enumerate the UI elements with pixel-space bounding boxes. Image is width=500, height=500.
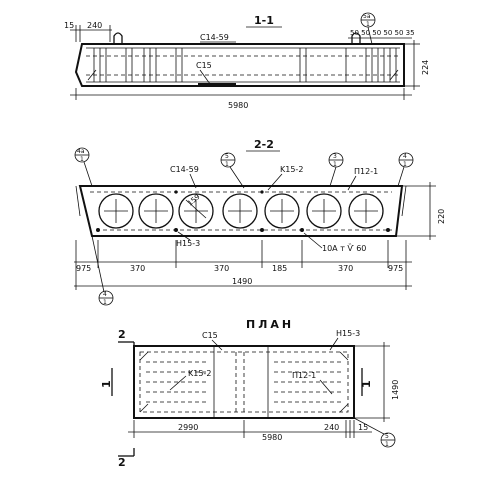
slab-cross-section — [75, 185, 407, 237]
section-1-1-title: 1-1 — [254, 14, 274, 27]
leader-c15 — [199, 69, 211, 85]
callout-3: 3 1 — [328, 152, 344, 187]
svg-text:3: 3 — [333, 153, 337, 160]
section-1-1: 1-1 5a 1 15 240 50 50 50 50 50 35 — [64, 12, 430, 110]
dim-5980-group: 5980 — [70, 88, 412, 110]
label-diam-159: 159 — [186, 193, 201, 208]
svg-text:5a: 5a — [363, 13, 371, 20]
dim-220: 220 — [437, 209, 446, 224]
dim-1490-1: 1490 — [232, 277, 252, 286]
section-2-2-title: 2-2 — [254, 138, 274, 151]
hollow-core-6 — [306, 193, 342, 229]
dim-370-c: 370 — [338, 264, 353, 273]
svg-text:5: 5 — [225, 153, 229, 160]
dim-224-group: 224 — [404, 40, 430, 90]
plan-title: ПЛАН — [246, 318, 294, 331]
label-c14-59-2: C14-59 — [170, 165, 199, 174]
beam-outline — [74, 32, 405, 87]
label-c15-1: C15 — [196, 61, 212, 70]
section-1-1-top-dims: 15 240 50 50 50 50 50 35 — [64, 21, 415, 42]
callout-4: 4 1 — [397, 152, 414, 187]
side-mark-left: 1 — [100, 368, 113, 396]
svg-text:1: 1 — [80, 156, 84, 163]
label-k15-2: K15-2 — [280, 165, 303, 174]
hollow-core-3 — [178, 193, 214, 229]
svg-text:1: 1 — [385, 441, 389, 448]
hollow-core-7 — [348, 193, 384, 229]
label-p12-1: П12-1 — [354, 167, 378, 176]
hollow-core-5 — [264, 193, 300, 229]
dim-5980-1: 5980 — [228, 101, 248, 110]
dim-975-right: 975 — [388, 264, 403, 273]
svg-text:1: 1 — [360, 380, 373, 388]
dim-15-plan: 15 — [358, 423, 368, 432]
leader-n15 — [177, 231, 191, 241]
svg-text:4: 4 — [403, 153, 407, 160]
dim-185: 185 — [272, 264, 287, 273]
svg-text:1: 1 — [225, 161, 229, 168]
section-mark-bottom: 2 — [118, 448, 135, 469]
svg-text:1: 1 — [403, 161, 407, 168]
leader-p12 — [347, 175, 357, 191]
dim-15: 15 — [64, 21, 74, 30]
svg-text:1: 1 — [333, 161, 337, 168]
label-c14-59-1: C14-59 — [200, 33, 229, 42]
callout-4a: 4a 1 — [74, 147, 93, 187]
callout-5-plan: 5 1 — [353, 417, 396, 448]
callout-5a: 5a 1 — [360, 12, 376, 45]
svg-text:2: 2 — [118, 328, 126, 341]
dim-370-a: 370 — [130, 264, 145, 273]
side-mark-right: 1 — [360, 368, 373, 396]
dim-240: 240 — [87, 21, 102, 30]
plan-label-p12-1: П12-1 — [292, 371, 316, 380]
hollow-core-4 — [222, 193, 258, 229]
leader-k15 — [267, 173, 283, 191]
plan-label-c15: C15 — [202, 331, 218, 340]
dim-2990: 2990 — [178, 423, 198, 432]
plan-view: ПЛАН 2 2 1 1 — [100, 318, 400, 469]
hollow-core-1 — [98, 193, 134, 229]
dim-1490-plan: 1490 — [391, 380, 400, 400]
label-rebar: 10A т Ѷ 60 — [322, 243, 366, 253]
leader-plan-p12 — [319, 379, 333, 395]
plan-label-k15-2: K15-2 — [188, 369, 211, 378]
hollow-core-2 — [138, 193, 174, 229]
svg-text:4: 4 — [103, 291, 107, 298]
label-n15-3: Н15-3 — [176, 239, 200, 248]
callout-4-bottom: 4 1 — [91, 235, 114, 306]
dim-975-left: 975 — [76, 264, 91, 273]
svg-text:5: 5 — [385, 433, 389, 440]
leader-plan-n15 — [329, 337, 339, 351]
plan-outline — [133, 345, 355, 419]
dim-5980-plan: 5980 — [262, 433, 282, 442]
svg-text:1: 1 — [100, 380, 113, 388]
svg-text:1: 1 — [366, 21, 370, 28]
leader-plan-k15 — [169, 375, 187, 391]
dim-1490-plan-group: 1490 — [354, 342, 400, 422]
section-2-2: 2-2 4a 1 5 1 3 1 4 1 — [74, 138, 446, 306]
dim-240-plan: 240 — [324, 423, 339, 432]
section-mark-top: 2 — [118, 328, 135, 350]
svg-text:4a: 4a — [77, 148, 85, 155]
leader-rebar — [303, 232, 323, 249]
svg-text:2: 2 — [118, 456, 126, 469]
dim-50-seq: 50 50 50 50 50 35 — [350, 29, 415, 37]
leader-plan-c15 — [211, 339, 223, 351]
dim-224: 224 — [421, 60, 430, 75]
plan-label-n15-3: Н15-3 — [336, 329, 360, 338]
dim-220-group: 220 — [396, 182, 446, 240]
dim-370-b: 370 — [214, 264, 229, 273]
svg-text:1: 1 — [103, 299, 107, 306]
callout-5: 5 1 — [220, 152, 245, 189]
plan-bottom-dims: 2990 5980 240 15 — [128, 420, 372, 442]
dim-chain-2-2: 975 370 370 185 370 975 1490 — [74, 240, 412, 290]
